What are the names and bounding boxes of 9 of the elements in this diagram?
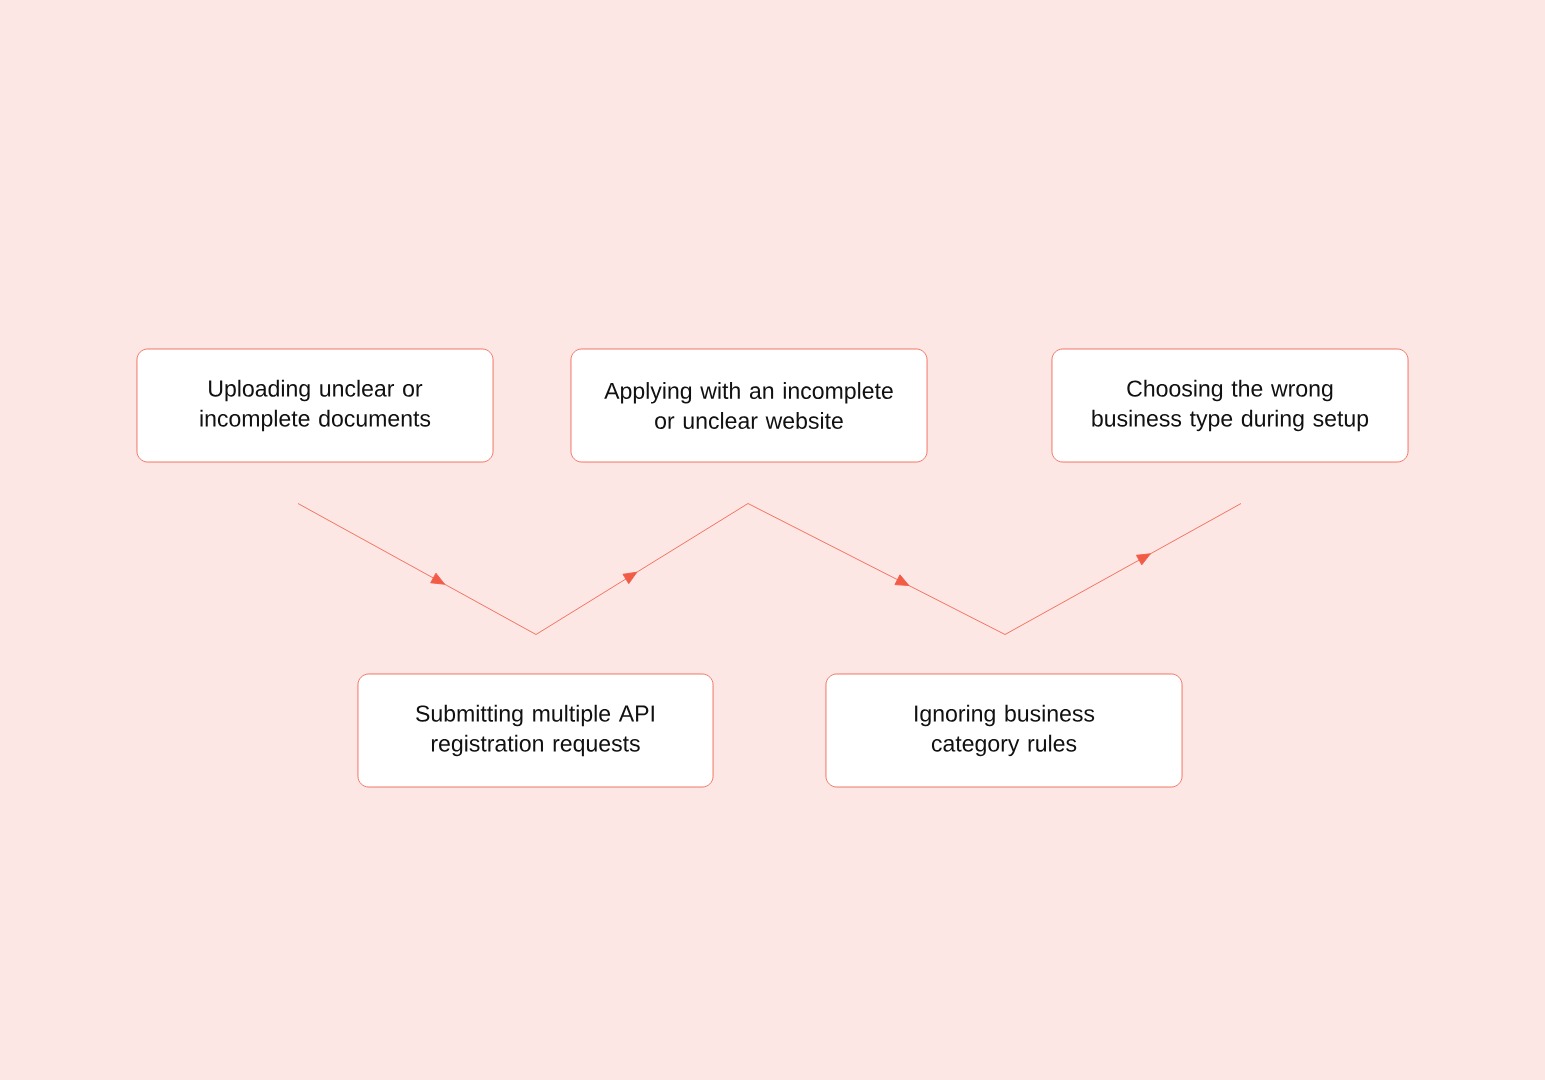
rounded-box: Submitting multiple API registration requests xyxy=(357,673,714,788)
rounded-box: Applying with an incomplete or unclear website xyxy=(570,348,928,463)
arrow xyxy=(1004,503,1242,635)
arrow xyxy=(535,503,749,635)
rounded-box: Uploading unclear or incomplete documents xyxy=(136,348,494,463)
arrow xyxy=(297,503,537,635)
rounded-box: Ignoring business category rules xyxy=(825,673,1183,788)
arrow xyxy=(747,503,1006,635)
rounded-box: Choosing the wrong business type during setup xyxy=(1051,348,1409,463)
